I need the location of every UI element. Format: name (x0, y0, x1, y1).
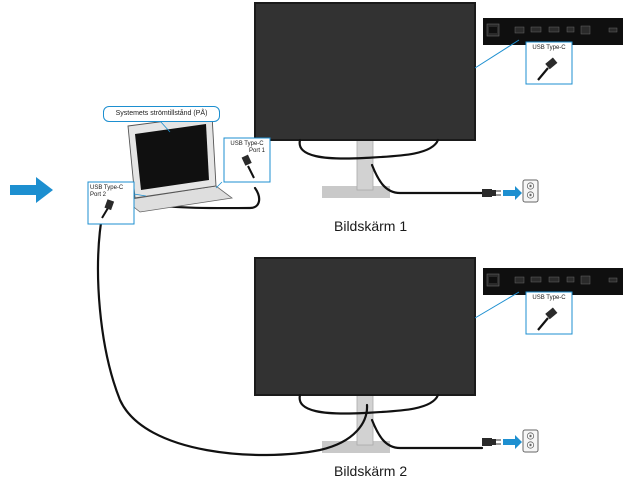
monitor1-screen (254, 2, 476, 141)
direction-arrow-icon (10, 177, 53, 203)
monitor2-rear-panel (474, 267, 624, 335)
port2-number: Port 2 (90, 192, 107, 198)
monitor2-callout-port-label: USB Type-C (532, 295, 566, 301)
power-plug-icon (481, 188, 502, 198)
wall-outlet-icon (522, 179, 539, 203)
monitor2-loop-cable (298, 393, 440, 415)
monitor1-rear-panel (474, 17, 624, 85)
monitor-icon (254, 2, 476, 198)
monitor2-screen (254, 257, 476, 396)
monitor-icon (254, 257, 476, 453)
wall-outlet-icon (522, 429, 539, 453)
laptop-port1-callout (223, 137, 271, 183)
monitor2-power-cable (370, 418, 484, 450)
direction-arrow-icon (503, 186, 522, 200)
laptop-screen (135, 124, 209, 190)
laptop-icon (124, 114, 234, 213)
direction-arrow-icon (503, 435, 522, 449)
laptop-port1-label: USB Type-C Port 1 (226, 141, 268, 155)
port2-type: USB Type-C (90, 185, 124, 191)
laptop-port2-label: USB Type-C Port 2 (90, 185, 132, 199)
monitor1-loop-cable (298, 138, 440, 160)
monitor1-power-cable (370, 163, 484, 195)
monitor1-stand-base (322, 186, 390, 198)
monitor1-caption: Bildskärm 1 (334, 218, 408, 234)
monitor1-stand-neck (356, 134, 374, 191)
monitor2-caption: Bildskärm 2 (334, 463, 408, 479)
port1-number: Port 1 (248, 148, 265, 154)
port1-type: USB Type-C (230, 141, 264, 147)
usb-cable-port2 (96, 208, 369, 457)
power-plug-icon (481, 437, 502, 447)
system-power-status-label: Systemets strömtillstånd (PÅ) (103, 106, 220, 122)
monitor1-callout-port-label: USB Type-C (532, 45, 566, 51)
